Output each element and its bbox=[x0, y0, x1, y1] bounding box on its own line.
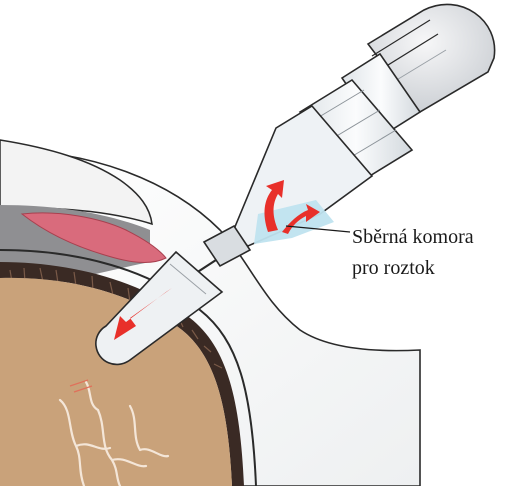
callout-line-2: pro roztok bbox=[352, 253, 520, 284]
collection-chamber-label: Sběrná komora pro roztok bbox=[352, 222, 520, 284]
callout-line-1: Sběrná komora bbox=[352, 222, 520, 253]
eye-cross-section bbox=[0, 140, 420, 486]
